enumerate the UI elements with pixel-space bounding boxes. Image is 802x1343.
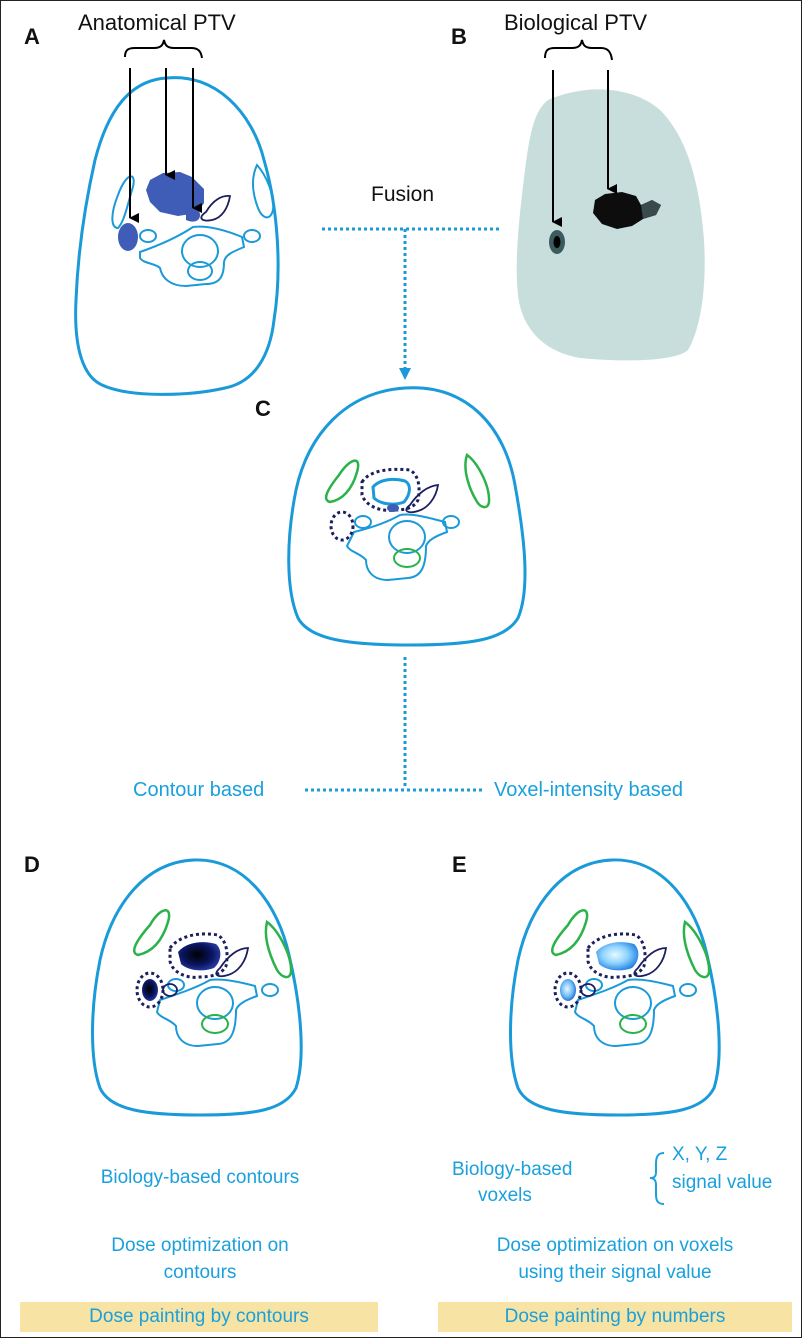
right-method-line-2: using their signal value [440, 1262, 790, 1284]
fusion-label: Fusion [371, 183, 434, 207]
panel-label-c: C [255, 396, 271, 422]
panel-label-d: D [24, 852, 40, 878]
panel-label-b: B [451, 24, 467, 50]
dose-painting-by-numbers-banner: Dose painting by numbers [438, 1302, 792, 1332]
panel-b-brace [545, 40, 612, 60]
biological-ptv-title: Biological PTV [504, 10, 647, 36]
panel-d-head [93, 860, 302, 1115]
fusion-arrowhead [399, 368, 411, 380]
banner-left-text: Dose painting by contours [89, 1306, 309, 1328]
biology-based-voxels-line-2: voxels [478, 1185, 532, 1207]
panel-e-head [511, 860, 720, 1115]
panel-c-fused-head [289, 388, 525, 645]
contour-based-label: Contour based [133, 779, 264, 802]
voxel-xyz-label: X, Y, Z [672, 1144, 727, 1166]
banner-right-text: Dose painting by numbers [505, 1306, 726, 1328]
anatomical-ptv-title: Anatomical PTV [78, 10, 236, 36]
left-method-line-1: Dose optimization on [40, 1235, 360, 1257]
panel-b-pet-scan [517, 89, 705, 360]
biology-based-contours-caption: Biology-based contours [40, 1167, 360, 1189]
dose-painting-by-contours-banner: Dose painting by contours [20, 1302, 378, 1332]
voxel-signal-value-label: signal value [672, 1172, 772, 1194]
panel-a-brace [125, 40, 202, 58]
biology-based-voxels-line-1: Biology-based [452, 1159, 572, 1181]
right-method-line-1: Dose optimization on voxels [440, 1235, 790, 1257]
panel-a-head [76, 78, 278, 395]
voxel-brace [650, 1153, 664, 1204]
voxel-intensity-based-label: Voxel-intensity based [494, 779, 683, 802]
left-method-line-2: contours [40, 1262, 360, 1284]
panel-label-a: A [24, 24, 40, 50]
panel-label-e: E [452, 852, 467, 878]
